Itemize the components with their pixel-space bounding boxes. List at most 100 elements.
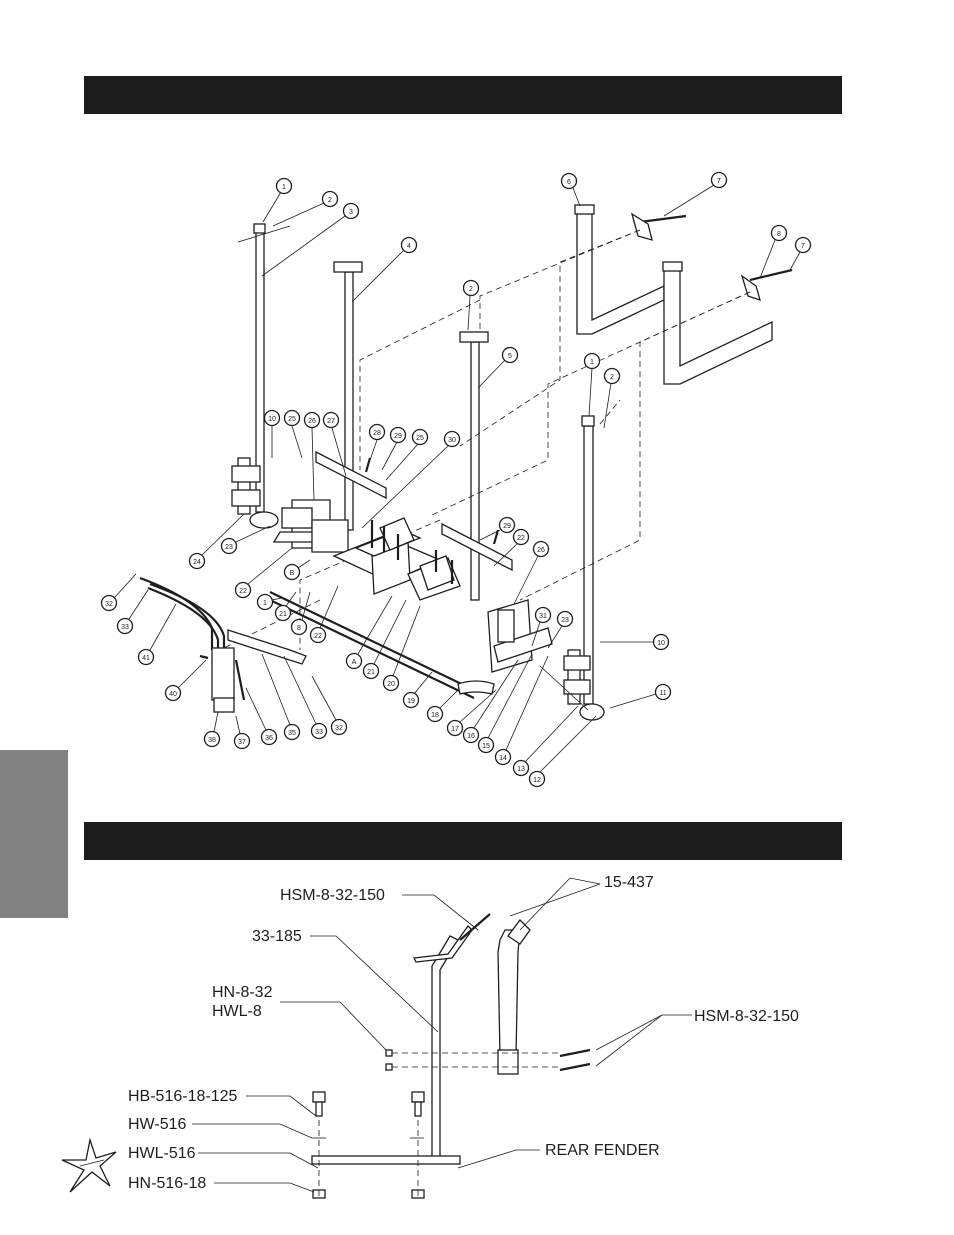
callout-B: B	[283, 559, 311, 581]
part-post-4	[333, 261, 363, 531]
svg-text:1: 1	[590, 359, 594, 366]
callout-13: 13	[512, 705, 579, 777]
svg-text:7: 7	[801, 243, 805, 250]
section-header-bar-top	[84, 76, 842, 114]
svg-text:8: 8	[777, 231, 781, 238]
callout-34b: 32	[311, 675, 348, 736]
svg-text:25: 25	[288, 416, 296, 423]
callout-7b: 7	[789, 236, 812, 271]
exploded-view: 1 2 3 4 2 5 6 7 8 7 1 2 10 25 26 27 28 2…	[100, 171, 812, 788]
callout-17: 17	[446, 689, 497, 737]
label-hn-8-32: HN-8-32	[212, 984, 273, 1001]
part-handle-tubes	[139, 576, 307, 713]
part-bracket-6	[574, 204, 665, 335]
callout-31b: 29	[479, 516, 516, 541]
section-header-bar-bottom	[84, 822, 842, 860]
callout-24a: 22	[234, 547, 293, 599]
side-tab	[0, 750, 68, 918]
part-hb-bolts	[312, 1091, 425, 1200]
callout-27b: 25	[385, 428, 429, 481]
svg-text:2: 2	[328, 197, 332, 204]
svg-text:7: 7	[717, 178, 721, 185]
callout-6: 6	[560, 172, 581, 207]
label-hw: HW-516	[128, 1116, 186, 1133]
part-bolts	[199, 457, 500, 660]
callout-8: 8	[759, 224, 788, 279]
part-mount-right	[487, 599, 553, 673]
part-33-185	[431, 935, 459, 1161]
callout-37: 36	[245, 687, 278, 746]
svg-text:37: 37	[238, 739, 246, 746]
svg-text:23: 23	[561, 617, 569, 624]
label-hn-516: HN-516-18	[128, 1175, 206, 1192]
svg-text:1: 1	[282, 184, 286, 191]
label-hwl-8: HWL-8	[212, 1003, 262, 1020]
callout-26: 24	[188, 513, 245, 570]
callout-30: 28	[368, 423, 386, 461]
part-left-hinge	[231, 457, 279, 529]
svg-text:6: 6	[567, 179, 571, 186]
callout-11: 11	[609, 683, 672, 709]
svg-text:22: 22	[314, 633, 322, 640]
svg-text:10: 10	[657, 640, 665, 647]
label-hsm-right: HSM-8-32-150	[694, 1008, 799, 1025]
callout-15: 15	[477, 653, 533, 754]
callout-19: 19	[402, 671, 433, 709]
callout-1c: 1	[256, 593, 283, 611]
callout-29: 27	[322, 411, 347, 477]
callout-1b: 1	[583, 352, 601, 417]
svg-text:21: 21	[367, 669, 375, 676]
part-bracket-8	[662, 261, 773, 385]
svg-text:12: 12	[533, 777, 541, 784]
svg-text:2: 2	[610, 374, 614, 381]
svg-text:29: 29	[503, 523, 511, 530]
svg-text:41: 41	[142, 655, 150, 662]
callout-25a: 23	[220, 525, 271, 555]
svg-text:40: 40	[169, 691, 177, 698]
svg-text:33: 33	[121, 624, 129, 631]
callout-40: 40	[164, 659, 207, 702]
svg-text:2: 2	[469, 286, 473, 293]
callout-23: 21	[274, 591, 297, 622]
label-15-437: 15-437	[604, 874, 654, 891]
callout-2b: 2	[462, 279, 480, 331]
svg-text:1: 1	[263, 600, 267, 607]
callout-21: 21	[362, 599, 407, 680]
svg-text:17: 17	[451, 726, 459, 733]
svg-text:28: 28	[373, 430, 381, 437]
callout-33: 31	[531, 606, 552, 647]
svg-text:21: 21	[279, 611, 287, 618]
svg-text:32: 32	[105, 601, 113, 608]
label-hb: HB-516-18-125	[128, 1088, 238, 1105]
callout-3: 3	[261, 202, 360, 277]
callout-A: A	[345, 595, 393, 670]
svg-text:18: 18	[431, 712, 439, 719]
callout-5: 5	[477, 346, 519, 389]
callout-34a: 32	[100, 573, 137, 612]
callout-22: 22	[309, 585, 339, 644]
label-hsm-top: HSM-8-32-150	[280, 887, 385, 904]
svg-text:30: 30	[448, 437, 456, 444]
svg-text:4: 4	[407, 243, 411, 250]
svg-text:29: 29	[394, 433, 402, 440]
callout-7a: 7	[663, 171, 728, 217]
callout-10a: 10	[263, 409, 281, 458]
callout-10b: 10	[600, 633, 670, 651]
svg-text:22: 22	[239, 588, 247, 595]
callout-20: 20	[382, 605, 421, 692]
callout-2c: 2	[603, 367, 621, 429]
part-post-5	[459, 331, 489, 601]
hardware-view	[192, 877, 692, 1200]
callout-35a: 33	[116, 589, 149, 635]
callout-41: 41	[137, 603, 177, 666]
svg-text:31: 31	[539, 613, 547, 620]
svg-text:8: 8	[297, 625, 301, 632]
label-rear-fender: REAR FENDER	[545, 1142, 660, 1159]
svg-text:26: 26	[537, 547, 545, 554]
callout-39: 38	[203, 711, 221, 748]
svg-text:25: 25	[416, 435, 424, 442]
svg-text:26: 26	[308, 418, 316, 425]
part-right-hinge	[539, 649, 605, 721]
callout-4: 4	[351, 236, 418, 303]
